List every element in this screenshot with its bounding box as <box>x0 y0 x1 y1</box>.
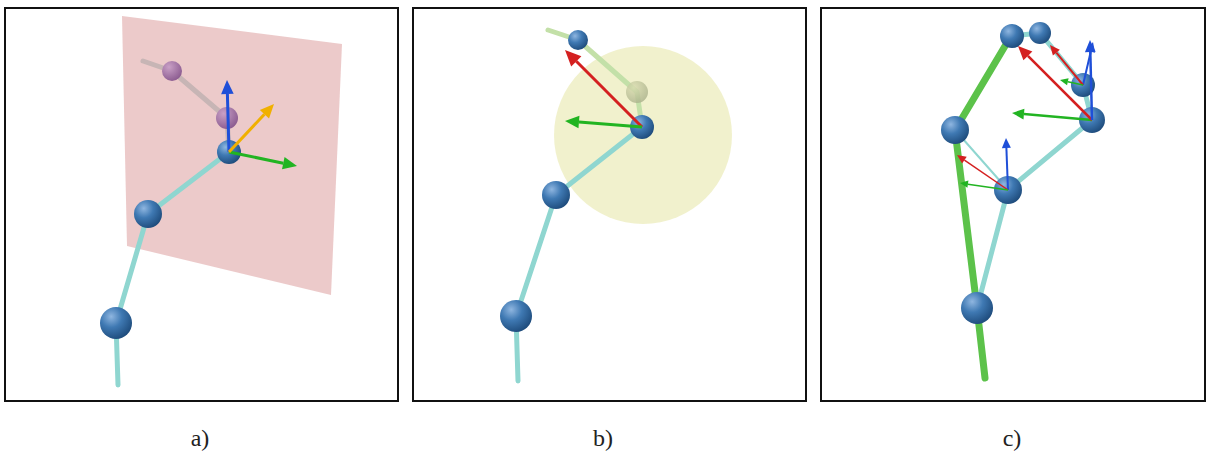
joint <box>941 116 969 144</box>
axis-arrow <box>1024 114 1092 120</box>
bone <box>116 152 229 385</box>
joint <box>542 181 570 209</box>
axis-arrow <box>968 184 1008 190</box>
bone <box>548 30 642 127</box>
axis-arrow <box>1028 56 1092 120</box>
arrow-head <box>960 181 968 188</box>
arrow-head <box>1050 45 1060 56</box>
arrow-head <box>1018 46 1032 60</box>
bone <box>516 127 642 381</box>
joint <box>100 307 132 339</box>
axis-arrow <box>964 160 1008 190</box>
arrow-head <box>221 80 234 94</box>
axis-arrow <box>227 94 229 152</box>
axis-arrow <box>1090 52 1092 120</box>
arrow-head <box>282 157 297 169</box>
axis-arrow <box>579 122 642 127</box>
joint <box>134 200 162 228</box>
arrow-head <box>565 50 581 66</box>
panel-frame <box>821 8 1205 401</box>
panel-frame <box>413 8 806 401</box>
arrow-head <box>1086 42 1095 53</box>
joint <box>500 300 532 332</box>
arrow-head <box>1012 109 1024 120</box>
panel-label: b) <box>593 425 613 452</box>
arrow-head <box>260 104 274 119</box>
axis-arrow <box>576 61 642 127</box>
arrow-head <box>1002 138 1011 148</box>
ghost-joint <box>626 81 648 103</box>
axis-arrow <box>229 152 283 163</box>
joint <box>1000 24 1024 48</box>
axis-arrow <box>229 114 264 152</box>
axis-arrow <box>1083 52 1091 85</box>
axis-arrow <box>1006 148 1008 190</box>
panel-label: a) <box>191 425 210 452</box>
arrow-head <box>1085 40 1096 52</box>
arrow-head <box>565 116 579 129</box>
bone <box>143 61 229 152</box>
joint <box>1029 22 1051 44</box>
arrow-head <box>957 155 967 163</box>
panel-label: c) <box>1003 425 1022 452</box>
plane <box>122 16 342 295</box>
bone <box>977 33 1092 308</box>
axis-arrow <box>1056 53 1083 85</box>
panel-frame <box>5 8 398 401</box>
joint <box>568 30 588 50</box>
joint <box>961 292 993 324</box>
target-joint <box>162 61 182 81</box>
arrow-head <box>1060 78 1069 85</box>
axis-arrow <box>1068 82 1083 85</box>
cone-disc <box>554 46 732 224</box>
